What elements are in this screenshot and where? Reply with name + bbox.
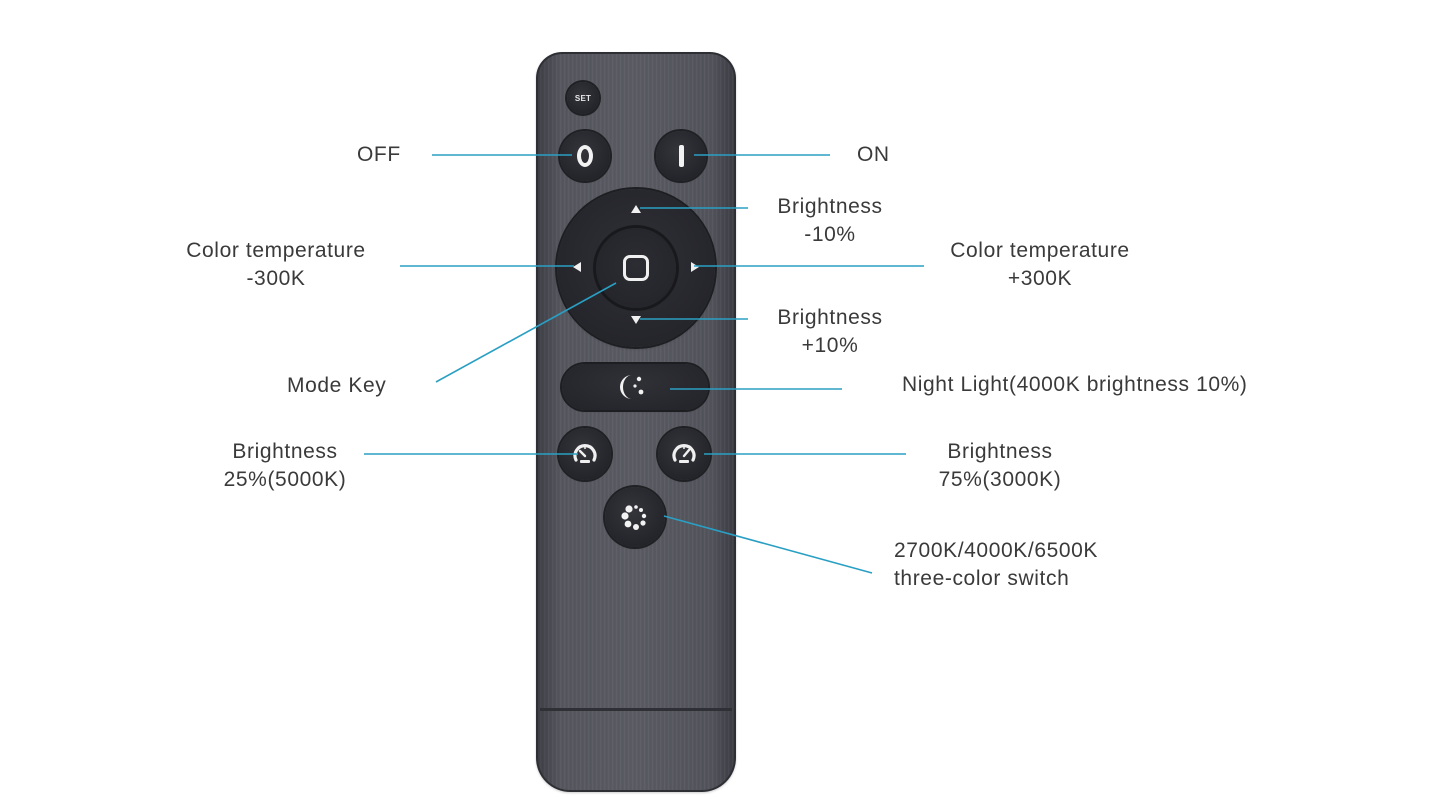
label-brightness-75: Brightness 75%(3000K) [938, 440, 1062, 491]
power-on-bar-icon [678, 145, 684, 167]
remote-control-body: SET [536, 52, 736, 792]
arrow-right-icon[interactable] [691, 262, 699, 272]
rounded-square-icon [623, 255, 649, 281]
gauge-low-icon [573, 444, 597, 463]
night-light-button[interactable] [562, 364, 708, 410]
power-off-ring-icon [577, 145, 593, 167]
on-button[interactable] [656, 131, 706, 181]
label-three-color-switch: 2700K/4000K/6500K three-color switch [894, 539, 1099, 590]
arrow-up-icon[interactable] [631, 205, 641, 213]
battery-cover-seam [540, 708, 732, 711]
label-night-light: Night Light(4000K brightness 10%) [902, 373, 1248, 396]
dots-circle-icon [621, 505, 647, 530]
set-button-label: SET [574, 93, 592, 103]
arrow-down-icon[interactable] [631, 316, 641, 324]
label-on: ON [857, 143, 890, 166]
label-ct-plus: Color temperature +300K [950, 239, 1130, 290]
label-brightness-plus: Brightness +10% [777, 306, 883, 357]
arrow-left-icon[interactable] [573, 262, 581, 272]
moon-stars-icon [620, 375, 644, 399]
brightness-75-button[interactable] [658, 428, 710, 480]
off-button[interactable] [560, 131, 610, 181]
gauge-high-icon [672, 444, 696, 463]
label-brightness-25: Brightness 25%(5000K) [223, 440, 347, 491]
label-ct-minus: Color temperature -300K [186, 239, 366, 290]
three-color-switch-button[interactable] [605, 487, 665, 547]
label-off: OFF [357, 143, 401, 166]
label-mode-key: Mode Key [287, 374, 387, 397]
brightness-25-button[interactable] [559, 428, 611, 480]
label-brightness-minus: Brightness -10% [777, 195, 883, 246]
direction-pad [557, 189, 715, 347]
set-button[interactable]: SET [567, 82, 599, 114]
mode-key-button[interactable] [596, 228, 676, 308]
